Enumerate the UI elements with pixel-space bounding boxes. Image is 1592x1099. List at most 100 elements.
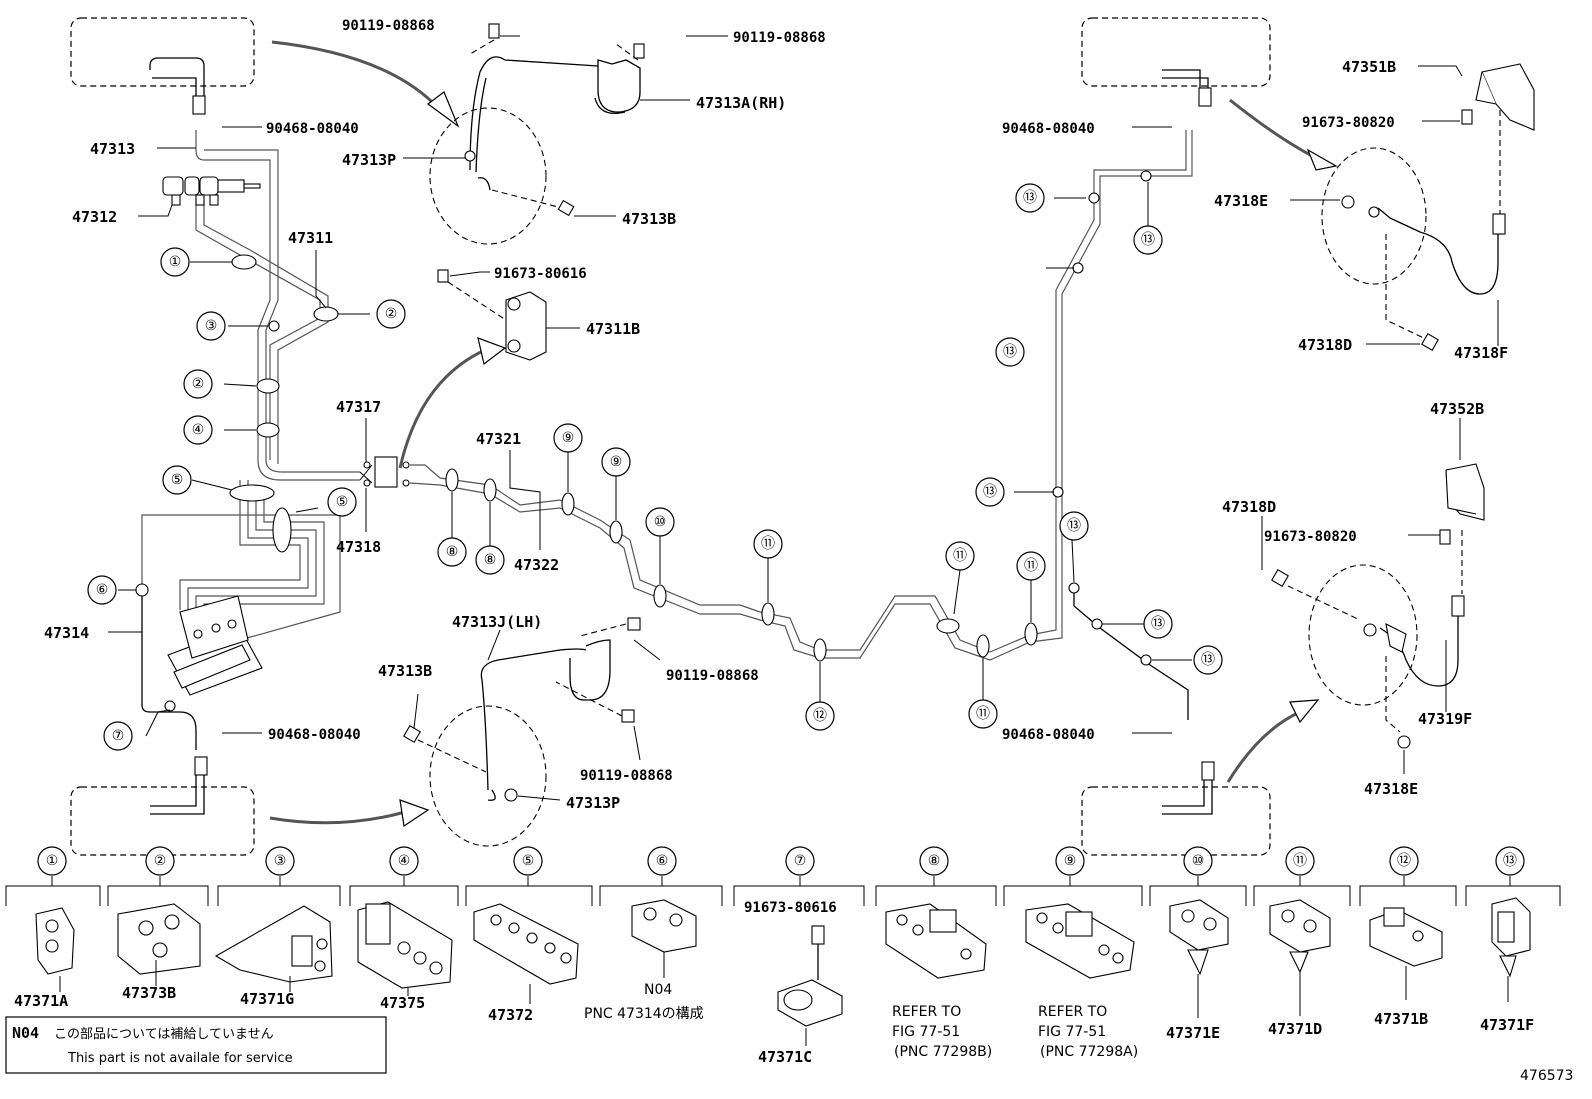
callout-11-d: ⑪ <box>1016 551 1046 581</box>
clip-drawing-47371B <box>1369 907 1443 1000</box>
svg-text:⑬: ⑬ <box>1023 190 1037 206</box>
svg-text:⑧: ⑧ <box>446 544 459 560</box>
svg-text:②: ② <box>154 853 167 869</box>
callout-1: ① <box>160 247 190 277</box>
label-47311B: 47311B <box>586 320 640 338</box>
svg-text:⑪: ⑪ <box>976 706 990 722</box>
hose-47319F <box>1271 529 1465 749</box>
callout-2-b: ② <box>183 369 213 399</box>
legend-row: ① ② ③ ④ ⑤ ⑥ ⑦ ⑧ ⑨ ⑩ ⑪ ⑫ ⑬ <box>5 846 1561 1066</box>
wheel-box-front-right <box>1081 17 1271 107</box>
clip-drawing-47371D <box>1269 899 1331 1016</box>
label-47352B: 47352B <box>1430 400 1484 418</box>
label-90468-left-top: 90468-08040 <box>266 121 359 137</box>
zoom-ellipse-front-right <box>1321 147 1427 285</box>
bracket-47311B <box>437 269 547 361</box>
label-47318D-bottom: 47318D <box>1222 498 1276 516</box>
label-91673-80616: 91673-80616 <box>494 266 587 282</box>
label-90468-right-bottom: 90468-08040 <box>1002 727 1095 743</box>
valve-block-47314 <box>167 595 263 696</box>
legend-callout-7: ⑦ <box>785 846 815 876</box>
clip-drawing-47371G <box>214 905 333 992</box>
svg-text:⑬: ⑬ <box>1141 232 1155 248</box>
callout-13-b: ⑬ <box>1133 225 1163 255</box>
svg-text:⑫: ⑫ <box>813 708 827 724</box>
callout-13-c: ⑬ <box>995 337 1025 367</box>
label-47319F: 47319F <box>1418 710 1472 728</box>
legend-callout-12: ⑫ <box>1389 846 1419 876</box>
legend-fig-9: FIG 77-51 <box>1038 1024 1106 1040</box>
svg-text:⑬: ⑬ <box>1067 518 1081 534</box>
svg-text:④: ④ <box>192 422 205 438</box>
label-47311: 47311 <box>288 229 333 247</box>
clip-drawing-47371E <box>1169 899 1229 1018</box>
hose-47313J <box>403 617 641 802</box>
label-47314: 47314 <box>44 624 89 642</box>
callout-9-b: ⑨ <box>601 447 631 477</box>
svg-text:③: ③ <box>274 853 287 869</box>
notice-code: N04 <box>12 1024 39 1042</box>
callout-6: ⑥ <box>87 575 117 605</box>
label-91673-80820-b: 91673-80820 <box>1264 529 1357 545</box>
svg-text:⑪: ⑪ <box>1293 853 1307 869</box>
notice-en: This part is not availale for service <box>67 1051 293 1066</box>
clip-drawing-77298A <box>1025 903 1135 979</box>
svg-text:⑤: ⑤ <box>171 472 184 488</box>
legend-label-47371A: 47371A <box>14 992 68 1010</box>
svg-text:⑪: ⑪ <box>1024 558 1038 574</box>
svg-text:⑪: ⑪ <box>953 548 967 564</box>
main-rear-pipe <box>409 130 1193 720</box>
svg-text:⑧: ⑧ <box>928 853 941 869</box>
label-90468-right-top: 90468-08040 <box>1002 121 1095 137</box>
svg-text:⑦: ⑦ <box>112 728 125 744</box>
svg-text:⑩: ⑩ <box>1192 853 1205 869</box>
legend-callout-9: ⑨ <box>1055 846 1085 876</box>
arrow-rear-left <box>269 799 430 828</box>
label-47313: 47313 <box>90 140 135 158</box>
svg-text:⑥: ⑥ <box>96 582 109 598</box>
callout-11-a: ⑪ <box>753 529 783 559</box>
zoom-ellipse-front-left <box>429 107 547 245</box>
legend-callout-6: ⑥ <box>647 846 677 876</box>
legend-label-47371C: 47371C <box>758 1048 812 1066</box>
junction-block <box>359 456 410 488</box>
leader-lines <box>108 35 1499 801</box>
label-47313J: 47313J(LH) <box>452 613 542 631</box>
svg-text:⑤: ⑤ <box>522 853 535 869</box>
legend-note-7: 91673-80616 <box>744 900 837 916</box>
label-47322: 47322 <box>514 556 559 574</box>
wheel-box-rear-left <box>70 756 255 856</box>
legend-callout-11: ⑪ <box>1285 846 1315 876</box>
legend-note-6: PNC 47314の構成 <box>584 1006 704 1022</box>
svg-text:③: ③ <box>205 318 218 334</box>
callout-13-f: ⑬ <box>1143 609 1173 639</box>
legend-callout-1: ① <box>37 846 67 876</box>
legend-label-47375: 47375 <box>380 994 425 1012</box>
callout-3: ③ <box>196 311 226 341</box>
arrow-rear-right <box>1226 699 1320 783</box>
legend-callout-3: ③ <box>265 846 295 876</box>
label-47312: 47312 <box>72 208 117 226</box>
legend-pnc-8: (PNC 77298B) <box>894 1044 992 1060</box>
master-cylinder-47312 <box>162 176 261 206</box>
callout-13-a: ⑬ <box>1015 183 1045 213</box>
svg-text:⑨: ⑨ <box>1064 853 1077 869</box>
hose-47318F <box>1341 109 1506 351</box>
notice-box: N04 この部品については補給していません This part is not a… <box>5 1016 387 1074</box>
svg-text:⑥: ⑥ <box>656 853 669 869</box>
zoom-ellipse-rear-left <box>429 705 547 847</box>
callout-9-a: ⑨ <box>553 423 583 453</box>
svg-text:②: ② <box>385 306 398 322</box>
callout-12: ⑫ <box>805 701 835 731</box>
clip-drawing-47371F <box>1491 897 1531 1002</box>
svg-text:⑩: ⑩ <box>654 514 667 530</box>
svg-text:⑦: ⑦ <box>794 853 807 869</box>
svg-text:⑫: ⑫ <box>1397 853 1411 869</box>
label-90119-08868-d: 90119-08868 <box>580 768 673 784</box>
callout-13-g: ⑬ <box>1193 645 1223 675</box>
callout-8-a: ⑧ <box>437 537 467 567</box>
clip-markers <box>135 170 1152 712</box>
clip-drawing-47371C <box>777 925 843 1046</box>
legend-callout-2: ② <box>145 846 175 876</box>
svg-text:⑬: ⑬ <box>983 484 997 500</box>
